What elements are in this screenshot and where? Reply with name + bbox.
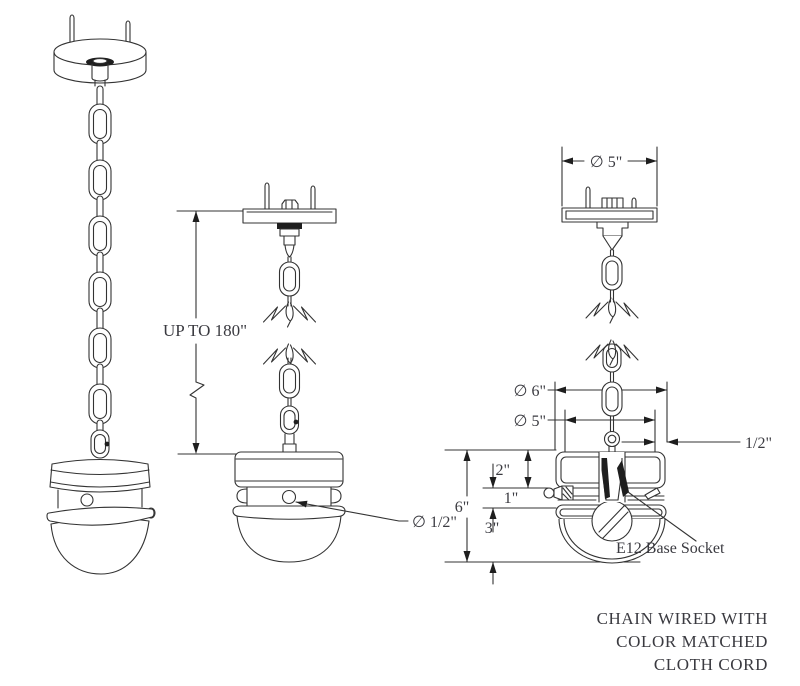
dimension-arrows-and-labels: ∅ 6" ∅ 5" 1/2" 2" 1" 6" 3" (452, 383, 772, 573)
thumbscrew-diameter-label: ∅ 1/2" (412, 514, 457, 531)
mounting-screw (631, 197, 637, 209)
thumbscrew (281, 489, 297, 505)
reveal-width-label: 1/2" (745, 435, 772, 452)
hanging-chain (585, 339, 639, 453)
glass-height-label: 3" (485, 520, 500, 537)
note-line-1: CHAIN WIRED WITH (597, 609, 768, 628)
fitter-diameter-label: ∅ 5" (514, 413, 546, 430)
thumbscrew (80, 493, 94, 507)
note-line-3: CLOTH CORD (654, 655, 768, 674)
bulb-and-socket (591, 451, 633, 542)
hex-nut (281, 199, 299, 210)
shade-outer-diameter-label: ∅ 6" (514, 383, 546, 400)
canopy-3d (53, 14, 147, 87)
mounting-screw (310, 185, 316, 210)
fixture-section-view: ∅ 6" ∅ 5" 1/2" 2" 1" 6" 3" E12 Base Sock… (444, 339, 772, 585)
full-pendant-view (46, 14, 156, 575)
strain-relief (596, 221, 629, 237)
fitter-height-label: 2" (495, 462, 510, 479)
note-line-2: COLOR MATCHED (616, 632, 768, 651)
socket-drop-label: 1" (504, 490, 519, 507)
socket-callout: E12 Base Socket (616, 491, 725, 557)
pendant-elevation-view: UP TO 180" (158, 182, 457, 563)
fixture-body-3d (46, 458, 156, 575)
socket-type-label: E12 Base Socket (616, 540, 725, 557)
canopy-section-view: ∅ 5" (561, 146, 658, 324)
mounting-screw (585, 186, 591, 209)
mounting-screw (125, 20, 131, 49)
dimension-canopy-diameter: ∅ 5" (561, 146, 658, 207)
lower-chain-segment (262, 343, 317, 458)
dimension-chain-length: UP TO 180" (158, 210, 254, 455)
glass-dome (50, 520, 150, 575)
side-tab (236, 488, 248, 504)
fixture-side-view (232, 451, 346, 563)
note-text: CHAIN WIRED WITH COLOR MATCHED CLOTH COR… (597, 609, 768, 674)
mounting-screw (69, 14, 75, 45)
shade-rim (46, 506, 155, 526)
bulb (591, 500, 633, 542)
side-tab (330, 488, 342, 504)
locknut (277, 223, 302, 229)
canopy-diameter-label: ∅ 5" (590, 154, 622, 171)
canopy-side-view (242, 182, 337, 328)
wingnut (543, 487, 555, 499)
glass-dome (236, 515, 342, 563)
chain (88, 85, 112, 459)
overall-height-label: 6" (455, 499, 470, 516)
shade-rim (232, 505, 346, 520)
chain-length-label: UP TO 180" (163, 321, 247, 340)
mounting-screw (264, 182, 270, 210)
dimension-thumbscrew: ∅ 1/2" (295, 500, 457, 531)
socket-bracket (644, 487, 661, 500)
